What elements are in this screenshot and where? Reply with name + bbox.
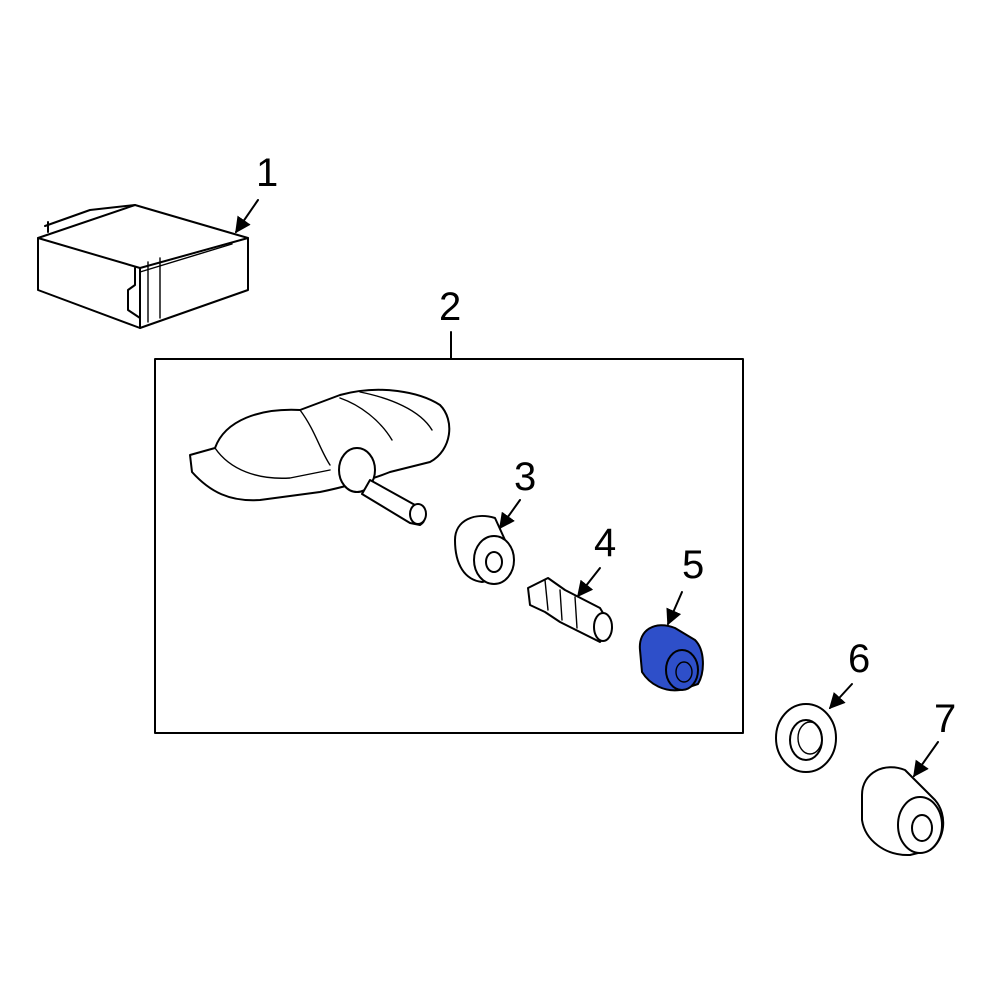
part-3-valve-nut[interactable]: [454, 515, 515, 585]
part-7-cap[interactable]: [861, 766, 945, 857]
callout-arrows: [235, 199, 939, 778]
part-1-control-module[interactable]: [37, 204, 249, 329]
callout-7: 7: [934, 697, 956, 741]
part-5-valve-cap-face: [665, 649, 699, 691]
part-5-valve-cap[interactable]: [638, 624, 704, 692]
callout-4: 4: [594, 521, 616, 565]
callout-5: 5: [682, 543, 704, 587]
part-6-grommet[interactable]: [775, 703, 837, 773]
callout-2: 2: [439, 285, 461, 329]
callout-6: 6: [848, 637, 870, 681]
callout-3: 3: [514, 455, 536, 499]
part-2-sensor-kit-frame[interactable]: [154, 331, 744, 734]
callout-1: 1: [256, 151, 278, 195]
tire-pressure-sensor: [189, 388, 451, 526]
part-4-valve-core[interactable]: [527, 577, 613, 643]
